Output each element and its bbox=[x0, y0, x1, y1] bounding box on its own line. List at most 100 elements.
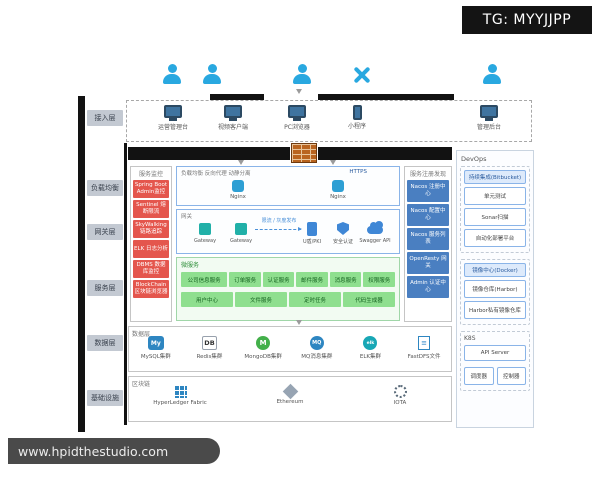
redis-icon: DB bbox=[201, 336, 217, 350]
ci-section: 持续集成(Bitbucket) 单元测试 Sonar扫描 自动化部署平台 bbox=[460, 166, 530, 253]
registry-item: OpenResty 网关 bbox=[407, 252, 449, 274]
service-box: 定时任务 bbox=[289, 292, 341, 307]
top-divider-bar-left bbox=[210, 94, 264, 100]
layer-label-access: 接入层 bbox=[87, 110, 123, 126]
monitoring-item: ELK 日志分析 bbox=[133, 240, 169, 258]
mq-icon: MQ bbox=[309, 336, 324, 350]
nginx-row: Nginx Nginx bbox=[177, 180, 399, 200]
device-label: 视频客户端 bbox=[217, 124, 248, 131]
k8s-header: K8S bbox=[464, 335, 476, 342]
data-item: elk ELK集群 bbox=[344, 336, 396, 360]
devops-title: DevOps bbox=[461, 155, 487, 163]
service-box: 消息服务 bbox=[329, 272, 362, 287]
data-label: FastDFS文件 bbox=[407, 354, 441, 360]
gateway-title: 网关 bbox=[181, 214, 193, 220]
access-layer-band: 运营管理台 视频客户端 PC浏览器 小程序 管理后台 bbox=[126, 100, 532, 142]
gateway-label: Gateway bbox=[229, 238, 253, 244]
device-item: PC浏览器 bbox=[267, 105, 327, 131]
ci-item: Sonar扫描 bbox=[464, 208, 526, 226]
loadbalancer-panel: 负载均衡 反向代理 动静分离 HTTPS Nginx Nginx bbox=[176, 166, 400, 206]
flow-connector bbox=[255, 227, 302, 231]
registry-item: Nacos 配置中心 bbox=[407, 204, 449, 226]
blockchain-label: IOTA bbox=[393, 400, 407, 406]
top-divider-bar-right bbox=[318, 94, 454, 100]
registry-item: Admin 认证中心 bbox=[407, 276, 449, 298]
service-box: 权限服务 bbox=[363, 272, 395, 287]
tg-badge: TG: MYYJJPP bbox=[462, 6, 592, 34]
microservices-panel: 微服务 公司信息服务 订单服务 认证服务 邮件服务 消息服务 权限服务 用户中心… bbox=[176, 257, 400, 321]
device-label: 小程序 bbox=[347, 123, 366, 130]
registry-item: Nacos 服务列表 bbox=[407, 228, 449, 250]
user-icon bbox=[290, 60, 314, 86]
data-label: MySQL集群 bbox=[140, 354, 171, 360]
microservices-row2: 用户中心 文件服务 定时任务 代码生成器 bbox=[177, 291, 399, 308]
service-box: 订单服务 bbox=[229, 272, 261, 287]
gateway-panel: 网关 Gateway Gateway 限流 / 灰度发布 U盾/PKI 安全认证… bbox=[176, 209, 400, 254]
blockchain-label: HyperLedger Fabric bbox=[153, 400, 207, 406]
nginx-node: Nginx bbox=[216, 180, 260, 200]
registry-column: 服务注册发现 Nacos 注册中心 Nacos 配置中心 Nacos 服务列表 … bbox=[404, 166, 452, 322]
down-arrow bbox=[296, 320, 302, 325]
ethereum-icon bbox=[282, 383, 298, 400]
registry-item: Nacos 注册中心 bbox=[407, 180, 449, 202]
iota-icon bbox=[393, 385, 407, 398]
firewall-bar-left bbox=[128, 147, 290, 160]
nginx-label: Nginx bbox=[230, 194, 246, 200]
data-items-row: My MySQL集群 DB Redis集群 M MongoDB集群 MQ MQ消… bbox=[129, 336, 451, 360]
monitor-icon bbox=[459, 105, 519, 121]
layer-label-loadbalance: 负载均衡 bbox=[87, 180, 123, 196]
data-label: ELK集群 bbox=[359, 354, 382, 360]
data-item: M MongoDB集群 bbox=[237, 336, 289, 360]
content-border-bar bbox=[124, 143, 127, 425]
k8s-item: API Server bbox=[464, 345, 526, 361]
data-item: DB Redis集群 bbox=[183, 336, 235, 360]
gateway-icon bbox=[199, 223, 211, 235]
security-label: 安全认证 bbox=[332, 239, 353, 245]
down-arrow bbox=[296, 89, 302, 94]
down-arrow bbox=[238, 160, 244, 165]
monitoring-item: Sentinel 熔断限流 bbox=[133, 200, 169, 218]
layer-label-service: 服务层 bbox=[87, 280, 123, 296]
data-layer-band: 数据层 My MySQL集群 DB Redis集群 M MongoDB集群 MQ… bbox=[128, 326, 452, 372]
loadbalancer-title: 负载均衡 反向代理 动静分离 bbox=[181, 171, 251, 177]
k8s-item: 控制器 bbox=[496, 367, 526, 385]
data-label: MongoDB集群 bbox=[244, 354, 282, 360]
hyperledger-icon bbox=[173, 385, 187, 398]
firewall-icon bbox=[291, 143, 317, 163]
monitoring-item: Spring Boot Admin监控 bbox=[133, 180, 169, 198]
file-storage-icon: ≡ bbox=[418, 336, 431, 350]
image-item: 镜像仓库(Harbor) bbox=[464, 280, 526, 298]
device-label: 管理后台 bbox=[476, 124, 501, 131]
gateway-label: Gateway bbox=[193, 238, 217, 244]
loadbalancer-header: 负载均衡 反向代理 动静分离 HTTPS bbox=[177, 167, 399, 179]
user-icon bbox=[480, 60, 504, 86]
monitoring-item: BlockChain 区块链浏览器 bbox=[133, 280, 169, 298]
data-layer-title: 数据层 bbox=[132, 331, 151, 338]
firewall-bar-right bbox=[318, 147, 452, 160]
k8s-row: 调度器 控制器 bbox=[464, 364, 526, 388]
monitoring-item: SkyWalking 链路追踪 bbox=[133, 220, 169, 238]
ci-item: 单元测试 bbox=[464, 187, 526, 205]
nginx-node: Nginx bbox=[316, 180, 360, 200]
service-box: 文件服务 bbox=[235, 292, 287, 307]
phone-icon bbox=[327, 105, 387, 120]
data-item: My MySQL集群 bbox=[130, 336, 182, 360]
gateway-icon bbox=[235, 223, 247, 235]
blockchain-item: IOTA bbox=[368, 385, 432, 406]
device-item: 运营管理台 bbox=[143, 105, 203, 131]
data-item: ≡ FastDFS文件 bbox=[398, 336, 450, 360]
microservices-title: 微服务 bbox=[181, 262, 200, 269]
image-item: Harbor私有镜像仓库 bbox=[464, 301, 526, 319]
k8s-item: 调度器 bbox=[464, 367, 494, 385]
data-item: MQ MQ消息集群 bbox=[291, 336, 343, 360]
layer-label-gateway: 网关层 bbox=[87, 224, 123, 240]
blockchain-items-row: HyperLedger Fabric Ethereum IOTA bbox=[129, 383, 451, 406]
elk-icon: elk bbox=[363, 336, 378, 350]
swagger-label: Swagger API bbox=[359, 238, 391, 244]
data-label: MQ消息集群 bbox=[301, 354, 333, 360]
service-box: 认证服务 bbox=[262, 272, 295, 287]
usb-key-label: U盾/PKI bbox=[302, 239, 322, 245]
https-label: HTTPS bbox=[349, 169, 367, 175]
monitoring-title: 服务监控 bbox=[138, 171, 163, 178]
